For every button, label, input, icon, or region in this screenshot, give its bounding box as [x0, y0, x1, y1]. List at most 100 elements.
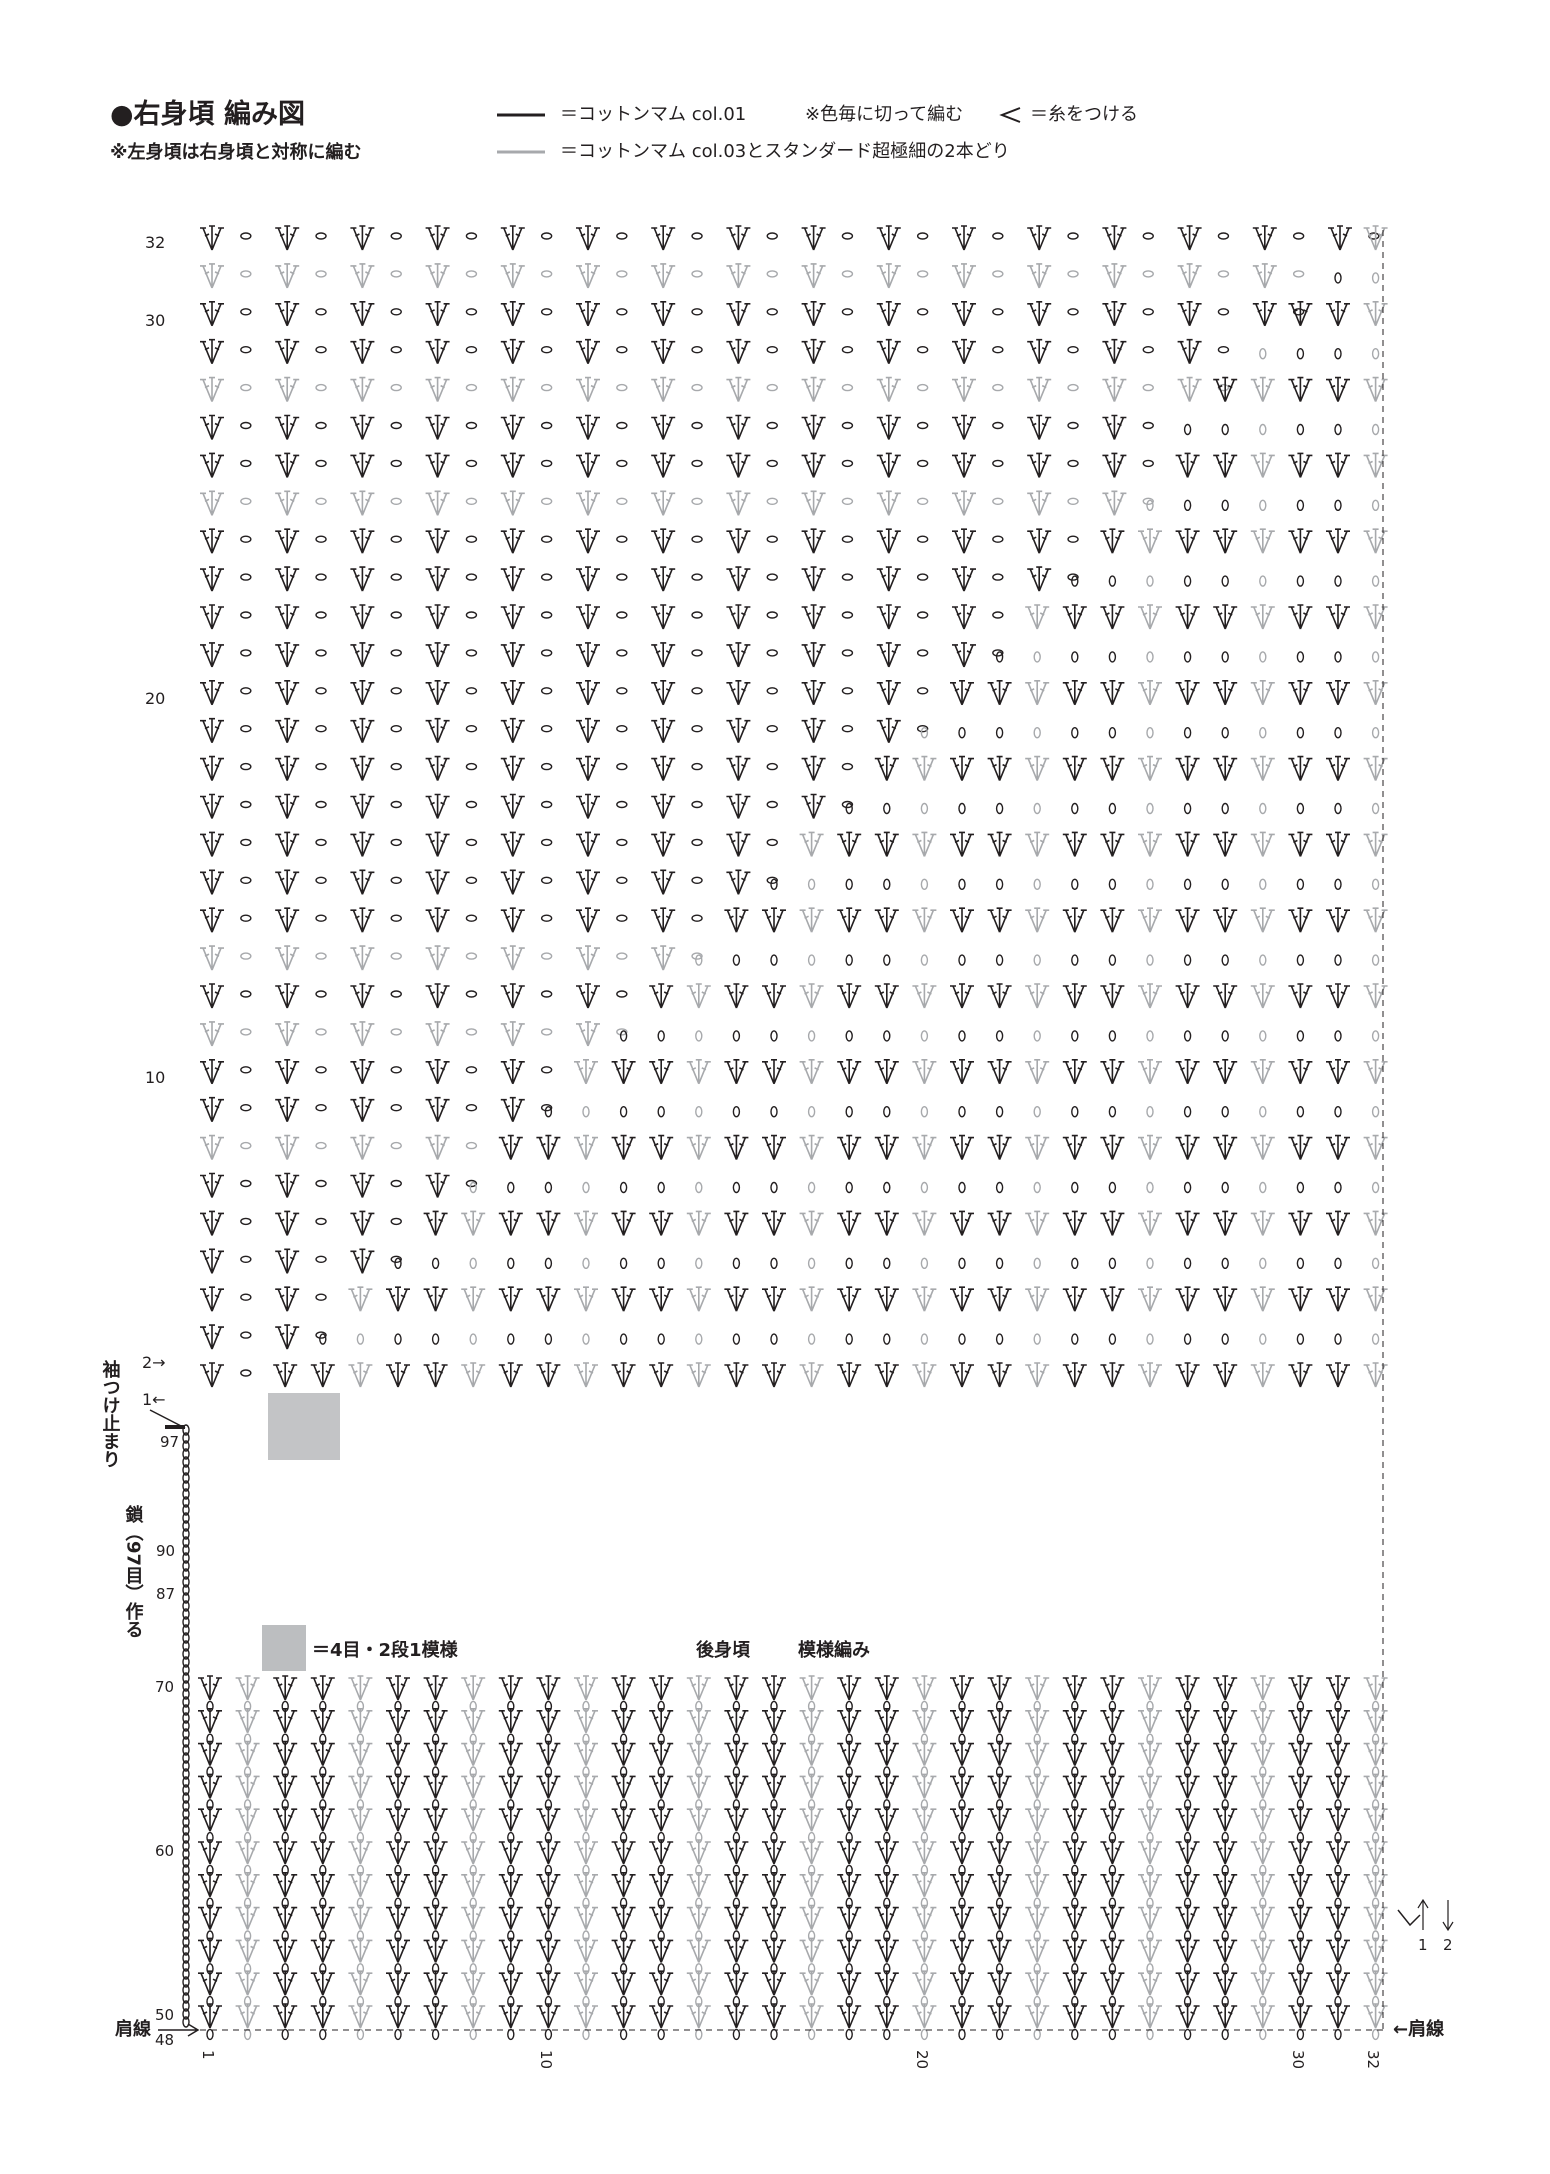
stitch-fan [1250, 983, 1275, 1009]
chain-stitch [920, 1030, 929, 1042]
stitch-fan [275, 793, 300, 819]
stitch-fan [762, 1362, 786, 1388]
stitch-fan [799, 1134, 824, 1160]
stitch-fan [726, 263, 751, 289]
chain-stitch [1296, 499, 1305, 511]
stitch-fan [1250, 1806, 1275, 1832]
chain-stitch [240, 1293, 252, 1301]
stitch-fan [912, 1773, 937, 1799]
stitch-fan [273, 1773, 298, 1799]
chain-stitch [995, 2028, 1004, 2041]
stitch-fan [350, 793, 375, 819]
chain-stitch [958, 954, 966, 966]
chain-stitch [1146, 727, 1154, 739]
stitch-fan [275, 1286, 300, 1312]
foundation-chain-stitch [182, 1424, 190, 1436]
chain-stitch [1259, 1030, 1267, 1042]
chain-stitch [1108, 1030, 1117, 1042]
stitch-fan [987, 1937, 1012, 1963]
chain-stitch [1296, 802, 1305, 815]
chain-stitch [619, 1105, 628, 1118]
stitch-fan [423, 1773, 448, 1799]
stitch-fan [425, 225, 450, 251]
stitch-fan [987, 1904, 1012, 1930]
stitch-fan [1175, 1059, 1200, 1085]
stitch-fan [1062, 1773, 1087, 1799]
stitch-fan [423, 2003, 448, 2029]
chain-stitch [732, 1030, 741, 1042]
chain-stitch [465, 1066, 478, 1074]
chain-stitch [1071, 727, 1079, 739]
stitch-fan [649, 1937, 674, 1963]
stitch-fan [576, 680, 600, 706]
stitch-fan [235, 1904, 260, 1930]
chain-stitch [1259, 1257, 1267, 1270]
stitch-fan [500, 869, 525, 895]
stitch-fan [1100, 1904, 1125, 1930]
stitch-fan [1213, 1059, 1238, 1085]
stitch-fan [987, 755, 1012, 781]
chain-stitch [691, 383, 703, 392]
stitch-fan [876, 528, 901, 554]
stitch-fan [500, 490, 525, 516]
stitch-fan [874, 1286, 899, 1312]
stitch-fan [1177, 338, 1202, 365]
stitch-fan [950, 1059, 974, 1085]
stitch-fan [200, 755, 224, 781]
foundation-chain-stitch [182, 1608, 190, 1620]
stitch-fan [536, 1872, 561, 1898]
stitch-fan [1062, 1806, 1087, 1832]
chain-stitch [1371, 1030, 1380, 1042]
chain-stitch [1259, 651, 1267, 663]
chain-stitch [582, 1257, 590, 1270]
chain-stitch [315, 459, 327, 468]
foundation-chain-stitch [182, 1968, 190, 1980]
stitch-fan [876, 452, 901, 478]
stitch-fan [461, 1708, 486, 1734]
chain-stitch [1071, 1257, 1079, 1270]
stitch-fan [950, 1740, 974, 1766]
stitch-fan [1175, 2003, 1200, 2029]
chain-stitch [1292, 270, 1305, 278]
shoulder-line-right: ←肩線 [1393, 2018, 1444, 2040]
chain-stitch [240, 573, 252, 581]
stitch-fan [350, 907, 375, 933]
chain-stitch [1071, 651, 1079, 663]
chain-stitch [1146, 499, 1154, 511]
chain-stitch [315, 1293, 327, 1301]
chain-stitch [1146, 1181, 1154, 1194]
arrow-down-icon [1442, 1900, 1454, 1932]
stitch-fan [874, 1872, 899, 1898]
stitch-fan [686, 1806, 711, 1832]
stitch-fan [198, 1773, 222, 1799]
chain-stitch [770, 1257, 778, 1270]
stitch-fan [912, 1059, 937, 1085]
stitch-fan [386, 1872, 410, 1898]
stitch-fan [876, 604, 901, 630]
stitch-fan [576, 983, 600, 1009]
row-number-32: 32 [145, 233, 165, 252]
stitch-fan [1213, 528, 1238, 554]
stitch-fan [423, 1362, 448, 1388]
stitch-fan [235, 1970, 260, 1996]
stitch-fan [425, 983, 450, 1009]
chain-stitch [1221, 727, 1229, 739]
stitch-fan [1175, 1740, 1200, 1766]
stitch-fan [837, 1740, 862, 1766]
chain-stitch [544, 1181, 553, 1194]
stitch-fan [1288, 755, 1313, 781]
foundation-chain-stitch [182, 1600, 190, 1612]
chain-stitch [807, 1333, 816, 1345]
stitch-fan [912, 1708, 937, 1734]
stitch-fan [987, 1708, 1012, 1734]
stitch-fan [799, 1362, 824, 1388]
foundation-chain-stitch [182, 1488, 190, 1500]
stitch-fan [1175, 1708, 1200, 1734]
stitch-fan [1138, 1806, 1162, 1832]
stitch-fan [574, 1675, 598, 1701]
stitch-fan [350, 1210, 375, 1236]
chain-stitch [1371, 423, 1380, 436]
foundation-chain-stitch [182, 1904, 190, 1916]
chain-stitch [920, 954, 929, 966]
chain-stitch [841, 346, 854, 354]
